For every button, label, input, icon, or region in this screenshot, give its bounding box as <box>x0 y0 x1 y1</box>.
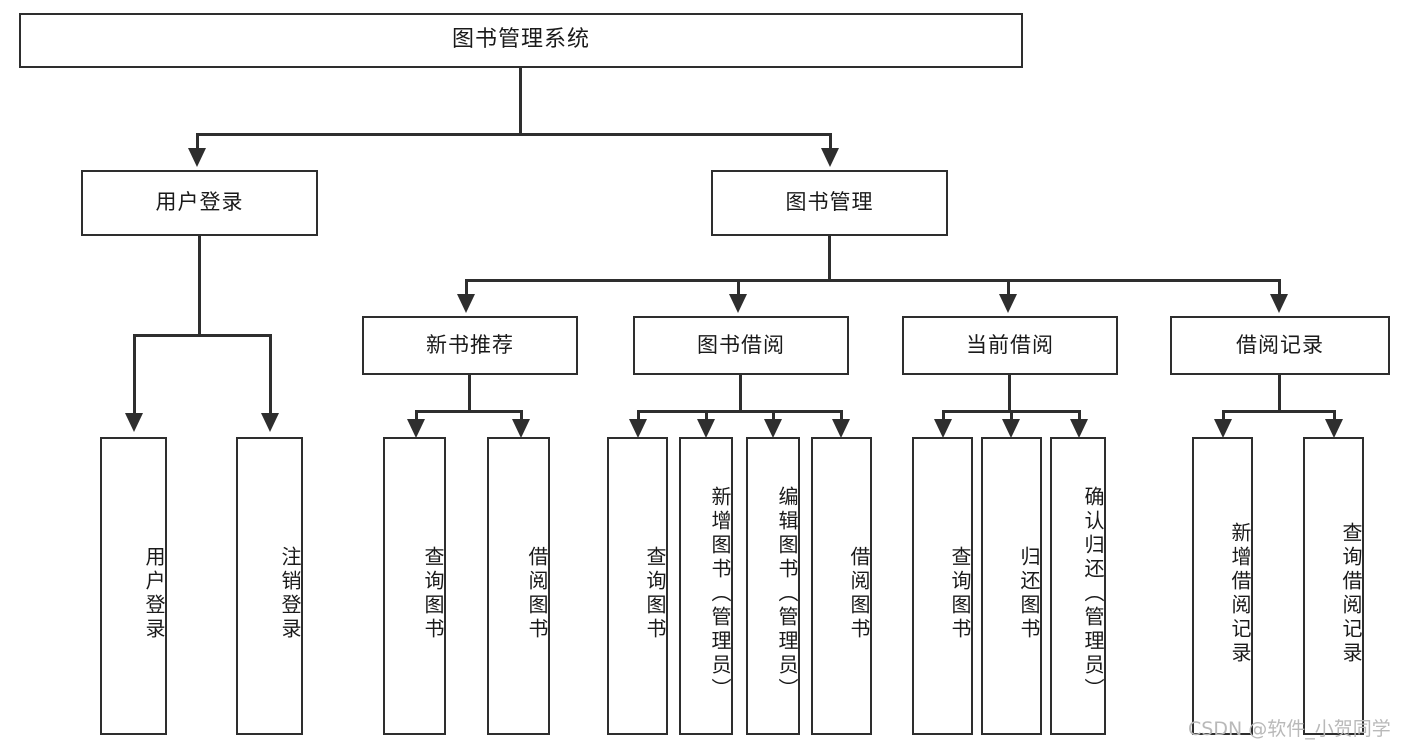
edge-book-borrow-stem <box>739 375 742 413</box>
leaf-book-borrow-borrow-book[interactable]: 借阅图书 <box>811 437 872 735</box>
arrow-root-to-user-login <box>188 148 206 167</box>
leaf-label: 借阅图书 <box>525 546 549 642</box>
leaf-label: 新增借阅记录 <box>1228 522 1252 666</box>
edge-new-book-bus <box>415 410 523 413</box>
arrow-bm-to-current-borrow <box>999 294 1017 313</box>
edge-borrow-record-stem <box>1278 375 1281 413</box>
edge-bm-to-new-book <box>465 279 468 297</box>
node-label: 图书管理 <box>785 190 874 215</box>
edge-root-stem <box>519 68 522 135</box>
csdn-watermark: CSDN @软件_小贺同学 <box>1188 718 1391 740</box>
edge-root-to-user-login <box>196 133 199 153</box>
edge-book-borrow-to-leaf-4 <box>840 410 843 422</box>
leaf-book-borrow-edit-book-admin[interactable]: 编辑图书（管理员） <box>746 437 800 735</box>
leaf-label: 归还图书 <box>1017 546 1041 642</box>
edge-bm-to-book-borrow <box>737 279 740 297</box>
arrow-book-borrow-to-leaf-4 <box>832 419 850 438</box>
node-label: 当前借阅 <box>966 332 1054 357</box>
leaf-current-borrow-return-book[interactable]: 归还图书 <box>981 437 1042 735</box>
leaf-book-borrow-query-book[interactable]: 查询图书 <box>607 437 668 735</box>
node-book-borrow[interactable]: 图书借阅 <box>633 316 849 375</box>
arrow-book-borrow-to-leaf-1 <box>629 419 647 438</box>
arrow-current-borrow-to-leaf-3 <box>1070 419 1088 438</box>
node-book-management[interactable]: 图书管理 <box>711 170 948 236</box>
leaf-user-login-login[interactable]: 用户登录 <box>100 437 167 735</box>
leaf-label: 注销登录 <box>278 546 302 642</box>
node-root-book-management-system[interactable]: 图书管理系统 <box>19 13 1023 68</box>
arrow-current-borrow-to-leaf-1 <box>934 419 952 438</box>
edge-book-borrow-to-leaf-2 <box>705 410 708 422</box>
leaf-label: 新增图书（管理员） <box>708 486 732 702</box>
edge-current-borrow-to-leaf-2 <box>1010 410 1013 422</box>
arrow-borrow-record-to-leaf-2 <box>1325 419 1343 438</box>
node-label: 新书推荐 <box>426 332 514 357</box>
node-label: 用户登录 <box>155 190 244 215</box>
arrow-current-borrow-to-leaf-2 <box>1002 419 1020 438</box>
arrow-new-book-to-leaf-1 <box>407 419 425 438</box>
arrow-bm-to-new-book <box>457 294 475 313</box>
edge-bm-to-current-borrow <box>1007 279 1010 297</box>
arrow-book-borrow-to-leaf-2 <box>697 419 715 438</box>
node-current-borrow[interactable]: 当前借阅 <box>902 316 1118 375</box>
leaf-label: 查询图书 <box>643 546 667 642</box>
edge-current-borrow-stem <box>1008 375 1011 413</box>
arrow-new-book-to-leaf-2 <box>512 419 530 438</box>
arrow-user-login-to-leaf-1 <box>125 413 143 432</box>
leaf-label: 查询图书 <box>948 546 972 642</box>
edge-user-login-to-leaf-1 <box>133 334 136 416</box>
edge-borrow-record-bus <box>1222 410 1336 413</box>
leaf-label: 用户登录 <box>142 546 166 642</box>
edge-new-book-to-leaf-2 <box>520 410 523 422</box>
edge-borrow-record-to-leaf-2 <box>1333 410 1336 422</box>
arrow-bm-to-borrow-record <box>1270 294 1288 313</box>
edge-book-management-bus <box>465 279 1281 282</box>
node-label: 借阅记录 <box>1236 332 1324 357</box>
leaf-label: 编辑图书（管理员） <box>775 486 799 702</box>
edge-user-login-to-leaf-2 <box>269 334 272 416</box>
leaf-book-borrow-add-book-admin[interactable]: 新增图书（管理员） <box>679 437 733 735</box>
leaf-new-book-query-book[interactable]: 查询图书 <box>383 437 446 735</box>
leaf-label: 查询图书 <box>421 546 445 642</box>
leaf-current-borrow-query-book[interactable]: 查询图书 <box>912 437 973 735</box>
edge-book-borrow-to-leaf-1 <box>637 410 640 422</box>
edge-root-bus <box>196 133 832 136</box>
leaf-label: 借阅图书 <box>847 546 871 642</box>
arrow-borrow-record-to-leaf-1 <box>1214 419 1232 438</box>
node-borrow-record[interactable]: 借阅记录 <box>1170 316 1390 375</box>
node-user-login[interactable]: 用户登录 <box>81 170 318 236</box>
node-label: 图书管理系统 <box>451 27 590 53</box>
arrow-bm-to-book-borrow <box>729 294 747 313</box>
node-label: 图书借阅 <box>697 332 785 357</box>
leaf-borrow-record-add-record[interactable]: 新增借阅记录 <box>1192 437 1253 735</box>
arrow-user-login-to-leaf-2 <box>261 413 279 432</box>
arrow-book-borrow-to-leaf-3 <box>764 419 782 438</box>
edge-borrow-record-to-leaf-1 <box>1222 410 1225 422</box>
edge-user-login-bus <box>133 334 272 337</box>
edge-current-borrow-to-leaf-1 <box>942 410 945 422</box>
edge-current-borrow-to-leaf-3 <box>1078 410 1081 422</box>
edge-new-book-stem <box>468 375 471 413</box>
arrow-root-to-book-management <box>821 148 839 167</box>
edge-book-management-stem <box>828 236 831 282</box>
leaf-new-book-borrow-book[interactable]: 借阅图书 <box>487 437 550 735</box>
leaf-borrow-record-query-record[interactable]: 查询借阅记录 <box>1303 437 1364 735</box>
edge-book-borrow-to-leaf-3 <box>772 410 775 422</box>
edge-bm-to-borrow-record <box>1278 279 1281 297</box>
edge-root-to-book-management <box>829 133 832 153</box>
leaf-label: 查询借阅记录 <box>1339 522 1363 666</box>
leaf-current-borrow-confirm-return-admin[interactable]: 确认归还（管理员） <box>1050 437 1106 735</box>
node-new-book-recommend[interactable]: 新书推荐 <box>362 316 578 375</box>
edge-book-borrow-bus <box>637 410 842 413</box>
leaf-user-login-logout[interactable]: 注销登录 <box>236 437 303 735</box>
edge-new-book-to-leaf-1 <box>415 410 418 422</box>
leaf-label: 确认归还（管理员） <box>1081 486 1105 702</box>
edge-user-login-stem <box>198 236 201 336</box>
